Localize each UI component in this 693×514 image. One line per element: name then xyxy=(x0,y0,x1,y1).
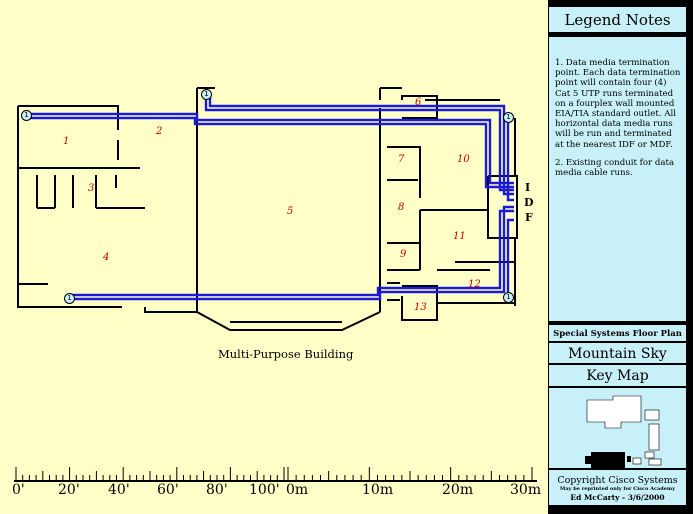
scale-label-meters: 20m xyxy=(442,482,474,498)
key-map-title: Key Map xyxy=(548,364,687,387)
legend-notes: 1. Data media termination point. Each da… xyxy=(548,36,687,322)
idf-letter-f: F xyxy=(525,211,533,224)
room-9-label: 9 xyxy=(400,249,407,260)
system-title: Special Systems Floor Plan xyxy=(548,324,687,342)
scale-label-meters: 30m xyxy=(510,482,542,498)
room-7-label: 7 xyxy=(398,154,405,165)
project-name: Mountain Sky xyxy=(548,342,687,364)
room-8-label: 8 xyxy=(398,202,405,213)
key-map xyxy=(548,387,687,469)
idf-letter-d: D xyxy=(524,196,534,209)
copyright-block: Copyright Cisco Systems May be reprinted… xyxy=(548,469,687,506)
scale-label-meters: 10m xyxy=(362,482,394,498)
idf-letter-i: I xyxy=(525,181,531,194)
copyright-text: Copyright Cisco Systems xyxy=(557,475,678,486)
room-6-label: 6 xyxy=(415,97,422,108)
scale-label-feet: 80' xyxy=(206,482,228,498)
room-3-label: 3 xyxy=(88,183,95,194)
floor-plan-drawing xyxy=(14,87,537,482)
data-termination-point: 1 xyxy=(201,89,212,100)
legend-note-2: 2. Existing conduit for data media cable… xyxy=(555,157,675,179)
conduit-runs xyxy=(26,94,514,301)
author-credit: Ed McCarty - 3/6/2000 xyxy=(570,493,665,502)
scale-label-feet: 40' xyxy=(108,482,130,498)
legend-panel: Legend Notes 1. Data media termination p… xyxy=(548,6,687,506)
data-termination-point: 1 xyxy=(503,292,514,303)
scale-label-feet: 100' xyxy=(249,482,280,498)
scale-label-feet: 20' xyxy=(58,482,80,498)
data-termination-point: 1 xyxy=(21,110,32,121)
room-13-label: 13 xyxy=(414,302,427,313)
legend-title: Legend Notes xyxy=(548,6,687,33)
legend-note-1: 1. Data media termination point. Each da… xyxy=(555,58,681,150)
room-5-label: 5 xyxy=(287,206,294,217)
scale-label-feet: 60' xyxy=(157,482,179,498)
data-termination-point: 1 xyxy=(64,293,75,304)
room-10-label: 10 xyxy=(457,154,470,165)
building-walls xyxy=(17,87,518,331)
floor-plan-area: 1 2 3 4 5 6 7 8 9 10 11 12 13 I D F 1 1 … xyxy=(0,0,548,514)
room-1-label: 1 xyxy=(63,136,70,147)
room-11-label: 11 xyxy=(453,231,466,242)
room-2-label: 2 xyxy=(156,126,163,137)
room-12-label: 12 xyxy=(468,279,481,290)
building-caption: Multi-Purpose Building xyxy=(218,347,354,361)
scale-label-feet: 0' xyxy=(12,482,25,498)
room-4-label: 4 xyxy=(103,252,110,263)
scale-ticks xyxy=(15,467,533,481)
copyright-subtext: May be reprinted only for Cisco Academy xyxy=(559,486,676,492)
key-map-drawing xyxy=(585,395,662,468)
data-termination-point: 1 xyxy=(503,112,514,123)
scale-label-meters: 0m xyxy=(286,482,309,498)
